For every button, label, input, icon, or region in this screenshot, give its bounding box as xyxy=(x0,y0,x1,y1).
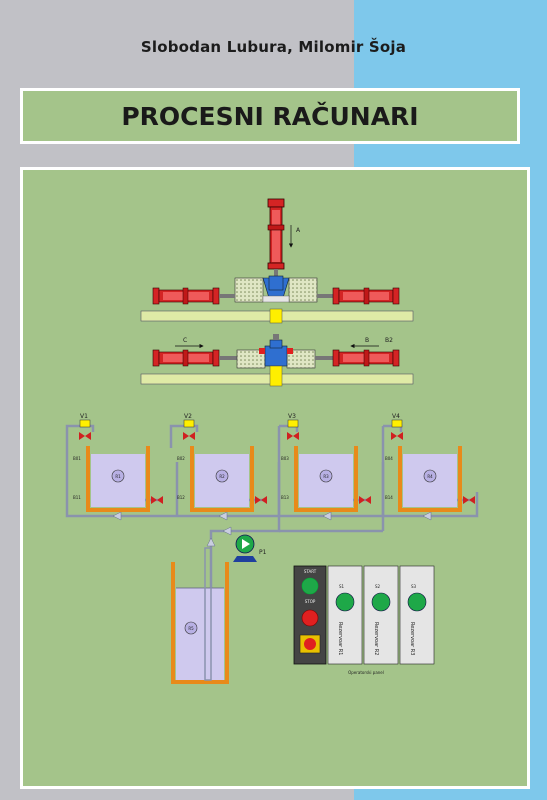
tank-r4: R4 xyxy=(398,446,462,512)
pump-label: P1 xyxy=(259,549,267,556)
lower-sensor-b11: B11 xyxy=(73,495,81,500)
lower-die xyxy=(236,334,316,369)
tank-label-r2: R2 xyxy=(219,474,225,479)
valve-label-v1: V1 xyxy=(80,413,88,420)
module-label-r1: Rezervoar R1 xyxy=(337,622,343,655)
vertical-cylinder xyxy=(267,198,285,279)
panel-caption: Operatorski panel xyxy=(348,670,384,675)
bottom-right-cylinder xyxy=(315,349,400,367)
top-right-cylinder xyxy=(317,287,400,305)
sensor-label-b2: B2 xyxy=(385,337,393,344)
cover-illustration-panel: A xyxy=(20,167,530,789)
upper-die xyxy=(234,275,318,303)
valve-label-v2: V2 xyxy=(184,413,192,420)
book-title: PROCESNI RAČUNARI xyxy=(121,101,419,131)
lower-base-marker xyxy=(269,365,283,387)
authors: Slobodan Lubura, Milomir Šoja xyxy=(140,38,407,56)
tank-label-r4: R4 xyxy=(427,474,433,479)
upper-sensor-b04: B04 xyxy=(385,456,393,461)
module-tag-s2: S2 xyxy=(375,584,381,589)
tank-label-r3: R3 xyxy=(323,474,329,479)
drain-valves xyxy=(151,496,475,504)
lower-sensor-b12: B12 xyxy=(177,495,185,500)
upper-sensor-b02: B02 xyxy=(177,456,185,461)
reservoir-r5: R5 xyxy=(171,547,229,684)
valve-v2: V2 xyxy=(183,413,195,440)
tank-r1-button[interactable] xyxy=(335,592,355,612)
valves-and-sensors: V1 V2 V3 V4 B01 B02 B03 B04 B11 B12 xyxy=(73,413,475,504)
stop-label: STOP xyxy=(305,599,316,604)
upper-base-marker xyxy=(269,308,283,324)
title-box: PROCESNI RAČUNARI xyxy=(20,88,520,144)
module-tag-s1: S1 xyxy=(339,584,345,589)
start-button[interactable] xyxy=(301,577,319,595)
arrow-label-b: B xyxy=(365,337,369,344)
upper-sensor-b03: B03 xyxy=(281,456,289,461)
valve-v1: V1 xyxy=(79,413,91,440)
arrow-label-a: A xyxy=(296,227,301,234)
module-label-r2: Rezervoar R2 xyxy=(373,622,379,655)
module-tag-s3: S3 xyxy=(411,584,417,589)
valve-label-v3: V3 xyxy=(288,413,296,420)
press-mechanism: A xyxy=(140,198,414,387)
top-left-cylinder xyxy=(152,287,235,305)
reservoir-label: R5 xyxy=(188,626,194,631)
process-diagram: A xyxy=(65,198,479,684)
tank-r2: R2 xyxy=(190,446,254,512)
operator-panel: START STOP S1 Rezervoar R1 S2 Rezervoar … xyxy=(293,565,435,675)
stop-button[interactable] xyxy=(301,609,319,627)
valve-label-v4: V4 xyxy=(392,413,400,420)
start-label: START xyxy=(304,569,317,574)
pump-p1: P1 xyxy=(233,534,267,562)
tank-label-r1: R1 xyxy=(115,474,121,479)
module-label-r3: Rezervoar R3 xyxy=(409,622,415,655)
arrow-label-c: C xyxy=(183,337,187,344)
upper-sensor-b01: B01 xyxy=(73,456,81,461)
valve-v4: V4 xyxy=(391,413,403,440)
tank-r3: R3 xyxy=(294,446,358,512)
bottom-left-cylinder xyxy=(152,349,237,367)
flow-arrows xyxy=(112,511,432,547)
lower-sensor-b13: B13 xyxy=(281,495,289,500)
lower-sensor-b14: B14 xyxy=(385,495,393,500)
valve-v3: V3 xyxy=(287,413,299,440)
tank-r3-button[interactable] xyxy=(407,592,427,612)
tank-r1: R1 xyxy=(86,446,150,512)
tank-r2-button[interactable] xyxy=(371,592,391,612)
